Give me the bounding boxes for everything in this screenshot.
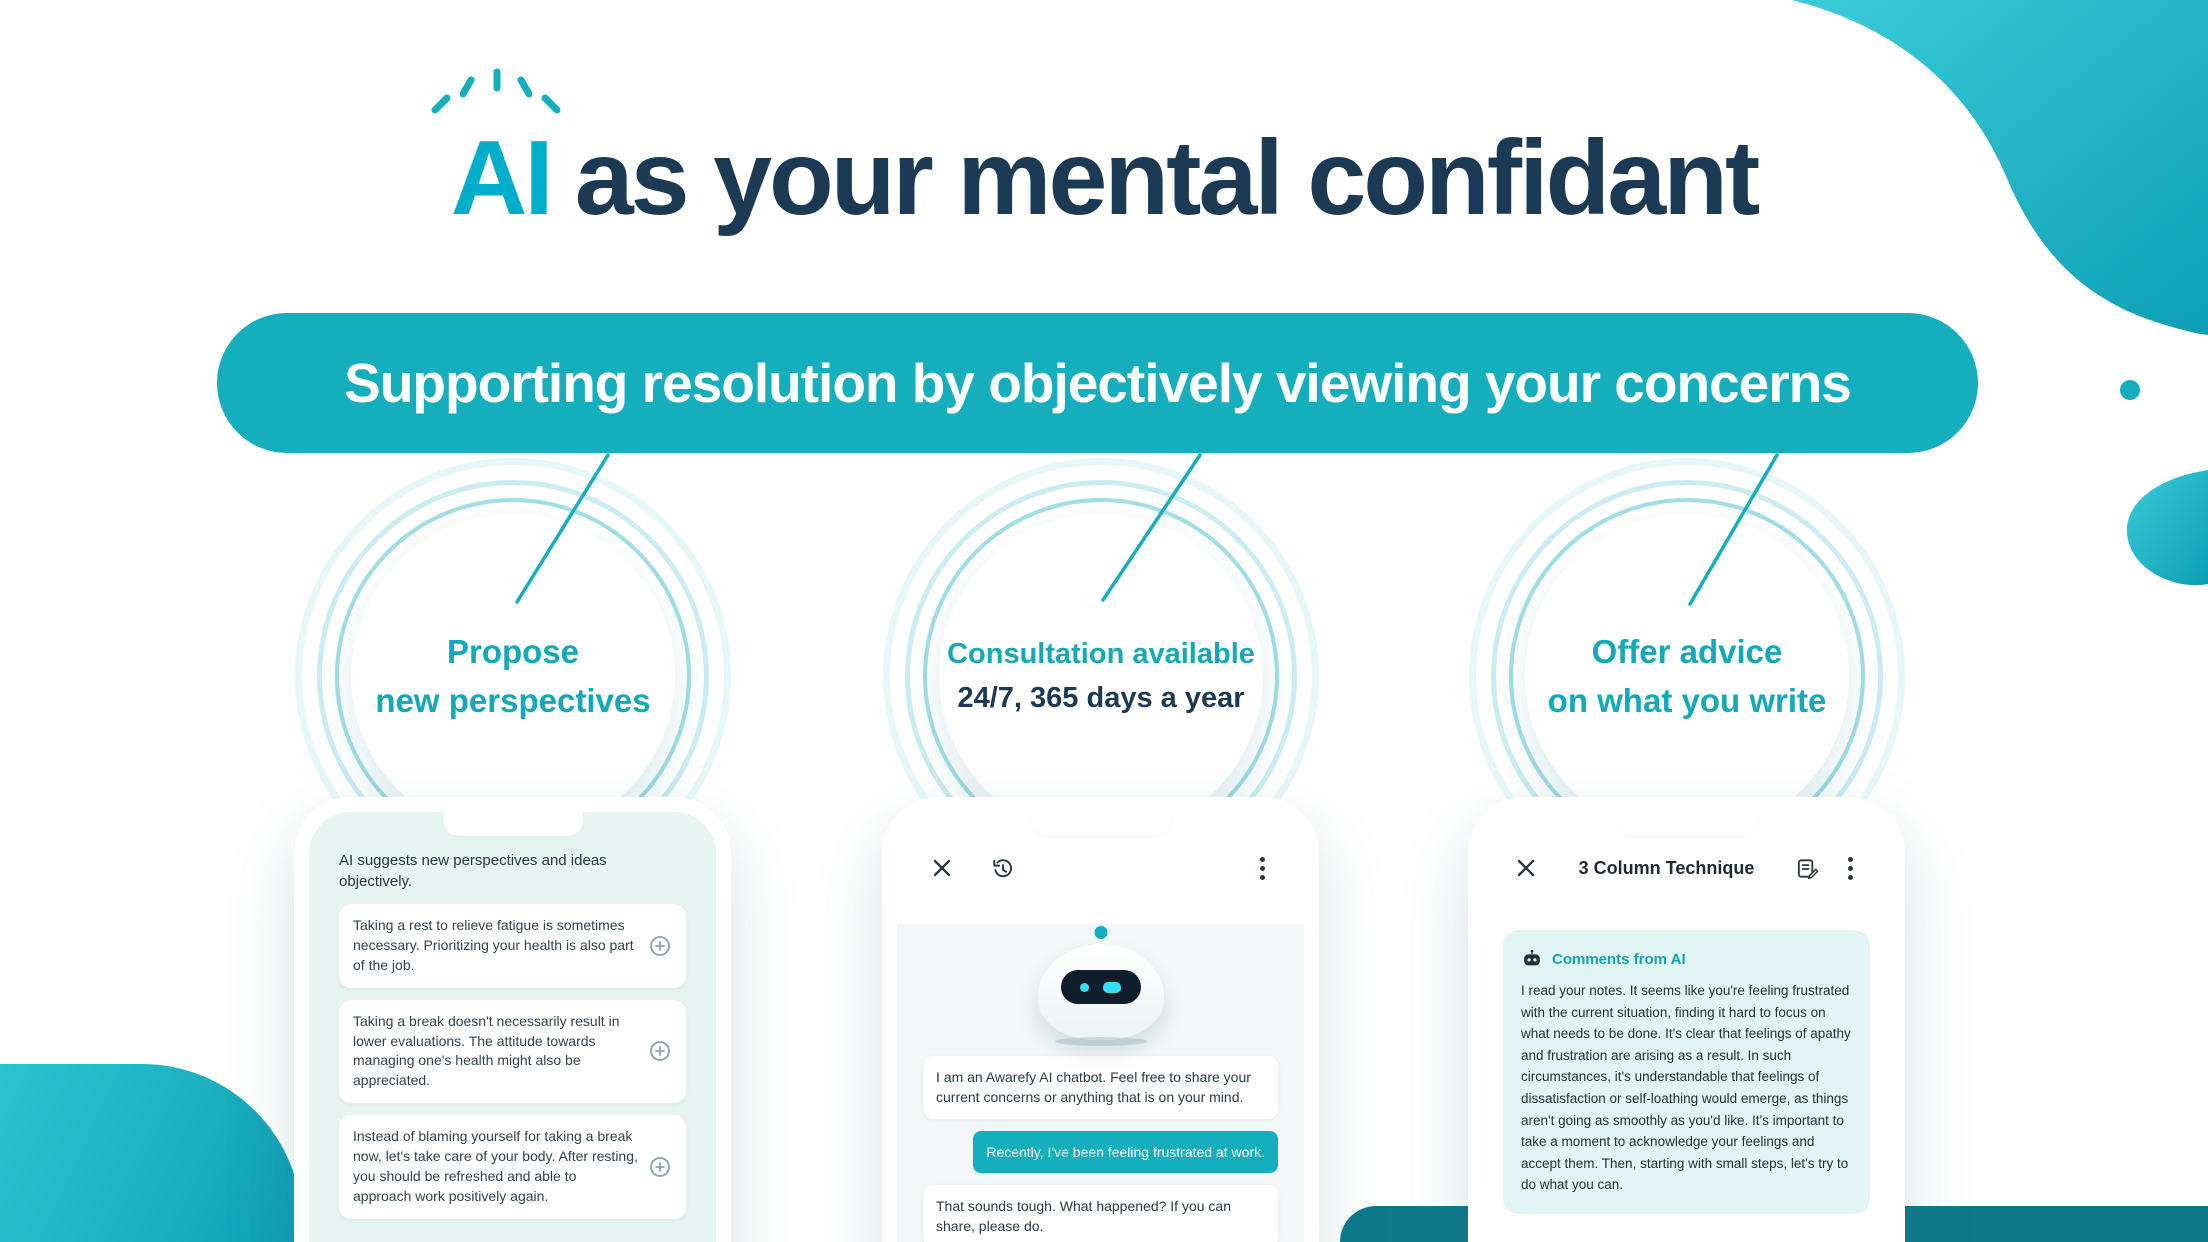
title-accent: AI [431, 68, 561, 239]
robot-body [1037, 944, 1164, 1040]
feature-advice: Offer advice on what you write [1469, 458, 1905, 894]
feature-circle: Offer advice on what you write [1525, 514, 1849, 838]
robot-eye-left [1080, 982, 1089, 992]
feature-perspectives: Propose new perspectives [295, 458, 731, 894]
suggestion-text: Taking a break doesn't necessarily resul… [353, 1012, 620, 1089]
phone-chatbot: I am an Awarefy AI chatbot. Feel free to… [882, 797, 1319, 1242]
suggestions-intro: AI suggests new perspectives and ideas o… [339, 852, 607, 890]
robot-mascot [1021, 926, 1181, 1046]
title-rest-text: as your mental confidant [574, 119, 1761, 237]
header-actions [1794, 855, 1860, 881]
title-accent-text: AI [450, 119, 554, 237]
kebab-menu-icon[interactable] [1252, 856, 1272, 880]
user-message: Recently, I've been feeling frustrated a… [973, 1130, 1278, 1173]
feature-line-2: new perspectives [375, 682, 651, 719]
suggestions-screen: AI suggests new perspectives and ideas o… [309, 812, 716, 1242]
suggestion-card[interactable]: Instead of blaming yourself for taking a… [339, 1115, 686, 1219]
feature-circle: Consultation available 24/7, 365 days a … [939, 514, 1263, 838]
ai-comments-card: Comments from AI I read your notes. It s… [1503, 930, 1870, 1214]
suggestion-card[interactable]: Taking a break doesn't necessarily resul… [339, 999, 686, 1104]
accent-dot [2120, 380, 2140, 400]
robot-shadow [1054, 1037, 1147, 1046]
suggestion-card[interactable]: Taking a rest to relieve fatigue is some… [339, 904, 686, 988]
chat-area: I am an Awarefy AI chatbot. Feel free to… [897, 924, 1304, 1242]
robot-visor [1060, 970, 1141, 1004]
bot-message: I am an Awarefy AI chatbot. Feel free to… [923, 1056, 1278, 1119]
robot-icon [1524, 949, 1540, 966]
note-edit-icon[interactable] [1794, 855, 1820, 881]
feature-line-1: Consultation available [947, 637, 1255, 670]
suggestion-text: Taking a rest to relieve fatigue is some… [353, 917, 634, 973]
feature-consultation: Consultation available 24/7, 365 days a … [883, 458, 1319, 894]
plus-circle-icon[interactable] [648, 1039, 672, 1063]
close-icon[interactable] [1513, 855, 1539, 881]
phone-notch [1030, 812, 1171, 836]
ai-comments-body: I read your notes. It seems like you're … [1521, 983, 1851, 1193]
feature-line-2: on what you write [1547, 682, 1827, 719]
corner-blob-bottom-left [0, 1064, 302, 1242]
rays-icon [431, 68, 561, 114]
plus-circle-icon[interactable] [648, 934, 672, 958]
ai-comments-head: Comments from AI [1521, 948, 1852, 970]
history-icon[interactable] [989, 855, 1015, 881]
kebab-menu-icon[interactable] [1840, 856, 1860, 880]
corner-wave-top-right [1792, 0, 2208, 586]
antenna-dot [1094, 926, 1107, 939]
suggestion-text: Instead of blaming yourself for taking a… [353, 1128, 638, 1204]
phone-column-technique: 3 Column Technique [1468, 797, 1905, 1242]
phone-notch [1616, 812, 1757, 836]
subtitle-banner: Supporting resolution by objectively vie… [217, 313, 1978, 453]
plus-circle-icon[interactable] [648, 1155, 672, 1179]
feature-line-1: Propose [446, 632, 580, 670]
feature-line-2: 24/7, 365 days a year [957, 682, 1245, 714]
robot-eye-right [1103, 981, 1121, 993]
page-title: AI as your mental confidant [0, 68, 2208, 239]
feature-line-1: Offer advice [1591, 632, 1783, 670]
feature-circle: Propose new perspectives [351, 514, 675, 838]
screen-title: 3 Column Technique [1578, 857, 1755, 878]
ai-comments-title: Comments from AI [1552, 950, 1686, 968]
subtitle-banner-text: Supporting resolution by objectively vie… [344, 352, 1852, 414]
phone-notch [442, 812, 583, 836]
bot-message: That sounds tough. What happened? If you… [923, 1184, 1278, 1242]
column-screen: 3 Column Technique [1483, 812, 1890, 1242]
close-icon[interactable] [929, 855, 955, 881]
chat-screen: I am an Awarefy AI chatbot. Feel free to… [897, 812, 1304, 1242]
phone-suggestions: AI suggests new perspectives and ideas o… [294, 797, 731, 1242]
